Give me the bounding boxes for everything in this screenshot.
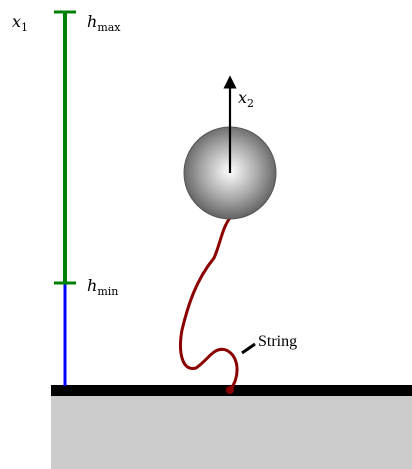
- hmax-label: hmax: [87, 12, 121, 34]
- string-label: String: [258, 333, 297, 350]
- x1-label: x1: [12, 12, 28, 34]
- x2-label: x2: [238, 88, 254, 110]
- string-anchor-point: [226, 386, 234, 394]
- ground: [51, 396, 412, 469]
- hmin-label: hmin: [87, 276, 118, 298]
- balloon-string: [179, 216, 239, 392]
- string-label-leader: [241, 342, 256, 355]
